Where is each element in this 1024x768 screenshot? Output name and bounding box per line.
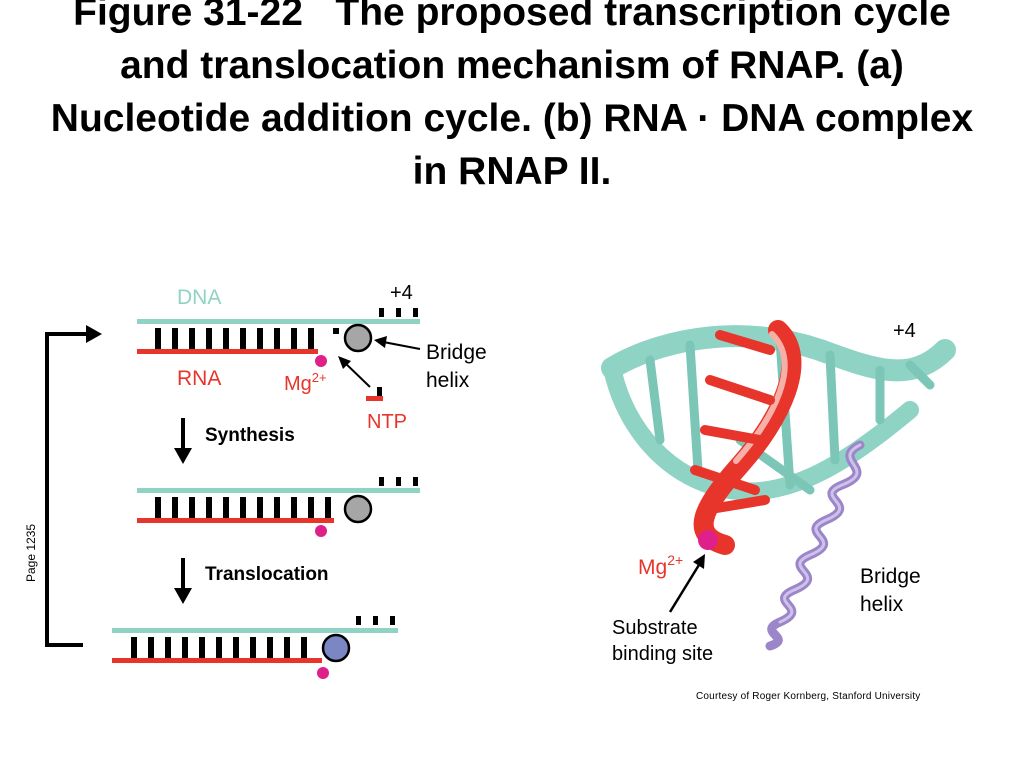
figure-title: Figure 31-22 The proposed transcription … [40,0,984,198]
rna-helix-highlight [733,331,788,464]
dna-template-ticks-3 [131,616,395,658]
mg-label-a: Mg2+ [284,370,327,395]
bridge-helix-circle [343,323,373,353]
bridge-pointer-arrowhead [374,336,387,348]
mg-ion-dot-2 [315,525,327,537]
image-credit: Courtesy of Roger Kornberg, Stanford Uni… [696,691,921,702]
ntp-label: NTP [367,411,407,433]
rna-helix-backbone [693,320,802,555]
bridge-label-a-1: Bridge [426,341,487,364]
mg-ion-sphere [698,530,718,550]
ntp-stem [377,387,382,401]
figure-label: Figure 31-22 [73,0,303,34]
mg-label-a-text: Mg [284,373,312,395]
ntp-base [366,396,383,401]
ntp-pointer-arrowhead [338,356,351,369]
bridge-label-b-2: helix [860,593,904,616]
cycle-arrow [45,332,92,647]
plus4-label-b: +4 [893,320,916,342]
mg-label-b-text: Mg [638,556,667,579]
plus4-label-a: +4 [390,282,413,304]
substrate-site-arrowhead [693,554,705,569]
dna-strand-top-3 [112,628,398,633]
dna-label: DNA [177,286,221,309]
dna-template-ticks [155,308,418,349]
mg-ion-dot-3 [317,667,329,679]
mg-label-b: Mg2+ [638,552,683,579]
synthesis-arrowhead [174,448,192,464]
bridge-label-a-2: helix [426,369,470,392]
mg-label-a-sup: 2+ [312,370,327,385]
bridge-helix-circle-3 [321,633,351,663]
translocation-arrowhead [174,588,192,604]
nucleotide-addition-cycle-diagram: DNA +4 RNA Mg2+ Bridge helix NTP Synthes… [45,282,487,679]
translocation-label: Translocation [205,564,329,585]
rna-strand [137,349,318,354]
dna-strand-top [137,319,420,324]
substrate-site-arrow [668,559,704,613]
rna-label: RNA [177,367,221,390]
substrate-label-2: binding site [612,643,713,665]
cycle-arrowhead [86,325,102,343]
mg-ion-dot [315,355,327,367]
dna-strand-top-2 [137,488,420,493]
substrate-label-1: Substrate [612,617,698,639]
mg-label-b-sup: 2+ [667,552,683,568]
rna-base-sticks [690,330,775,515]
bridge-label-b-1: Bridge [860,565,921,588]
figure-caption: The proposed transcription cycle and tra… [50,0,974,193]
rna-strand-2 [137,518,334,523]
rna-strand-3 [112,658,322,663]
dna-template-ticks-2 [155,477,418,518]
bridge-helix-circle-2 [343,494,373,524]
rna-dna-complex-structure: +4 Mg2+ Bridge helix Substrate binding s… [601,320,956,665]
synthesis-label: Synthesis [205,425,295,446]
bridge-helix-coil-inner [778,443,862,624]
